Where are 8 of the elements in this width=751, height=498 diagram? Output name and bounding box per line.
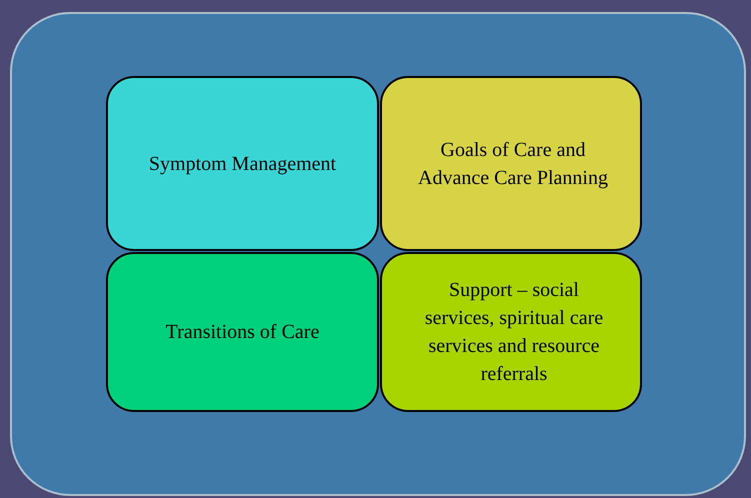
box-label: Transitions of Care: [166, 320, 320, 345]
rounded-box: [106, 252, 379, 412]
rounded-box: [106, 76, 379, 251]
box-label: Symptom Management: [148, 152, 336, 176]
box-label: Support – social services, spiritual care services and resource referrals: [424, 278, 604, 387]
box-label: Goals of Care and Advance Care Planning: [417, 138, 609, 190]
rounded-box: [380, 76, 642, 251]
rounded-box: [380, 252, 642, 412]
